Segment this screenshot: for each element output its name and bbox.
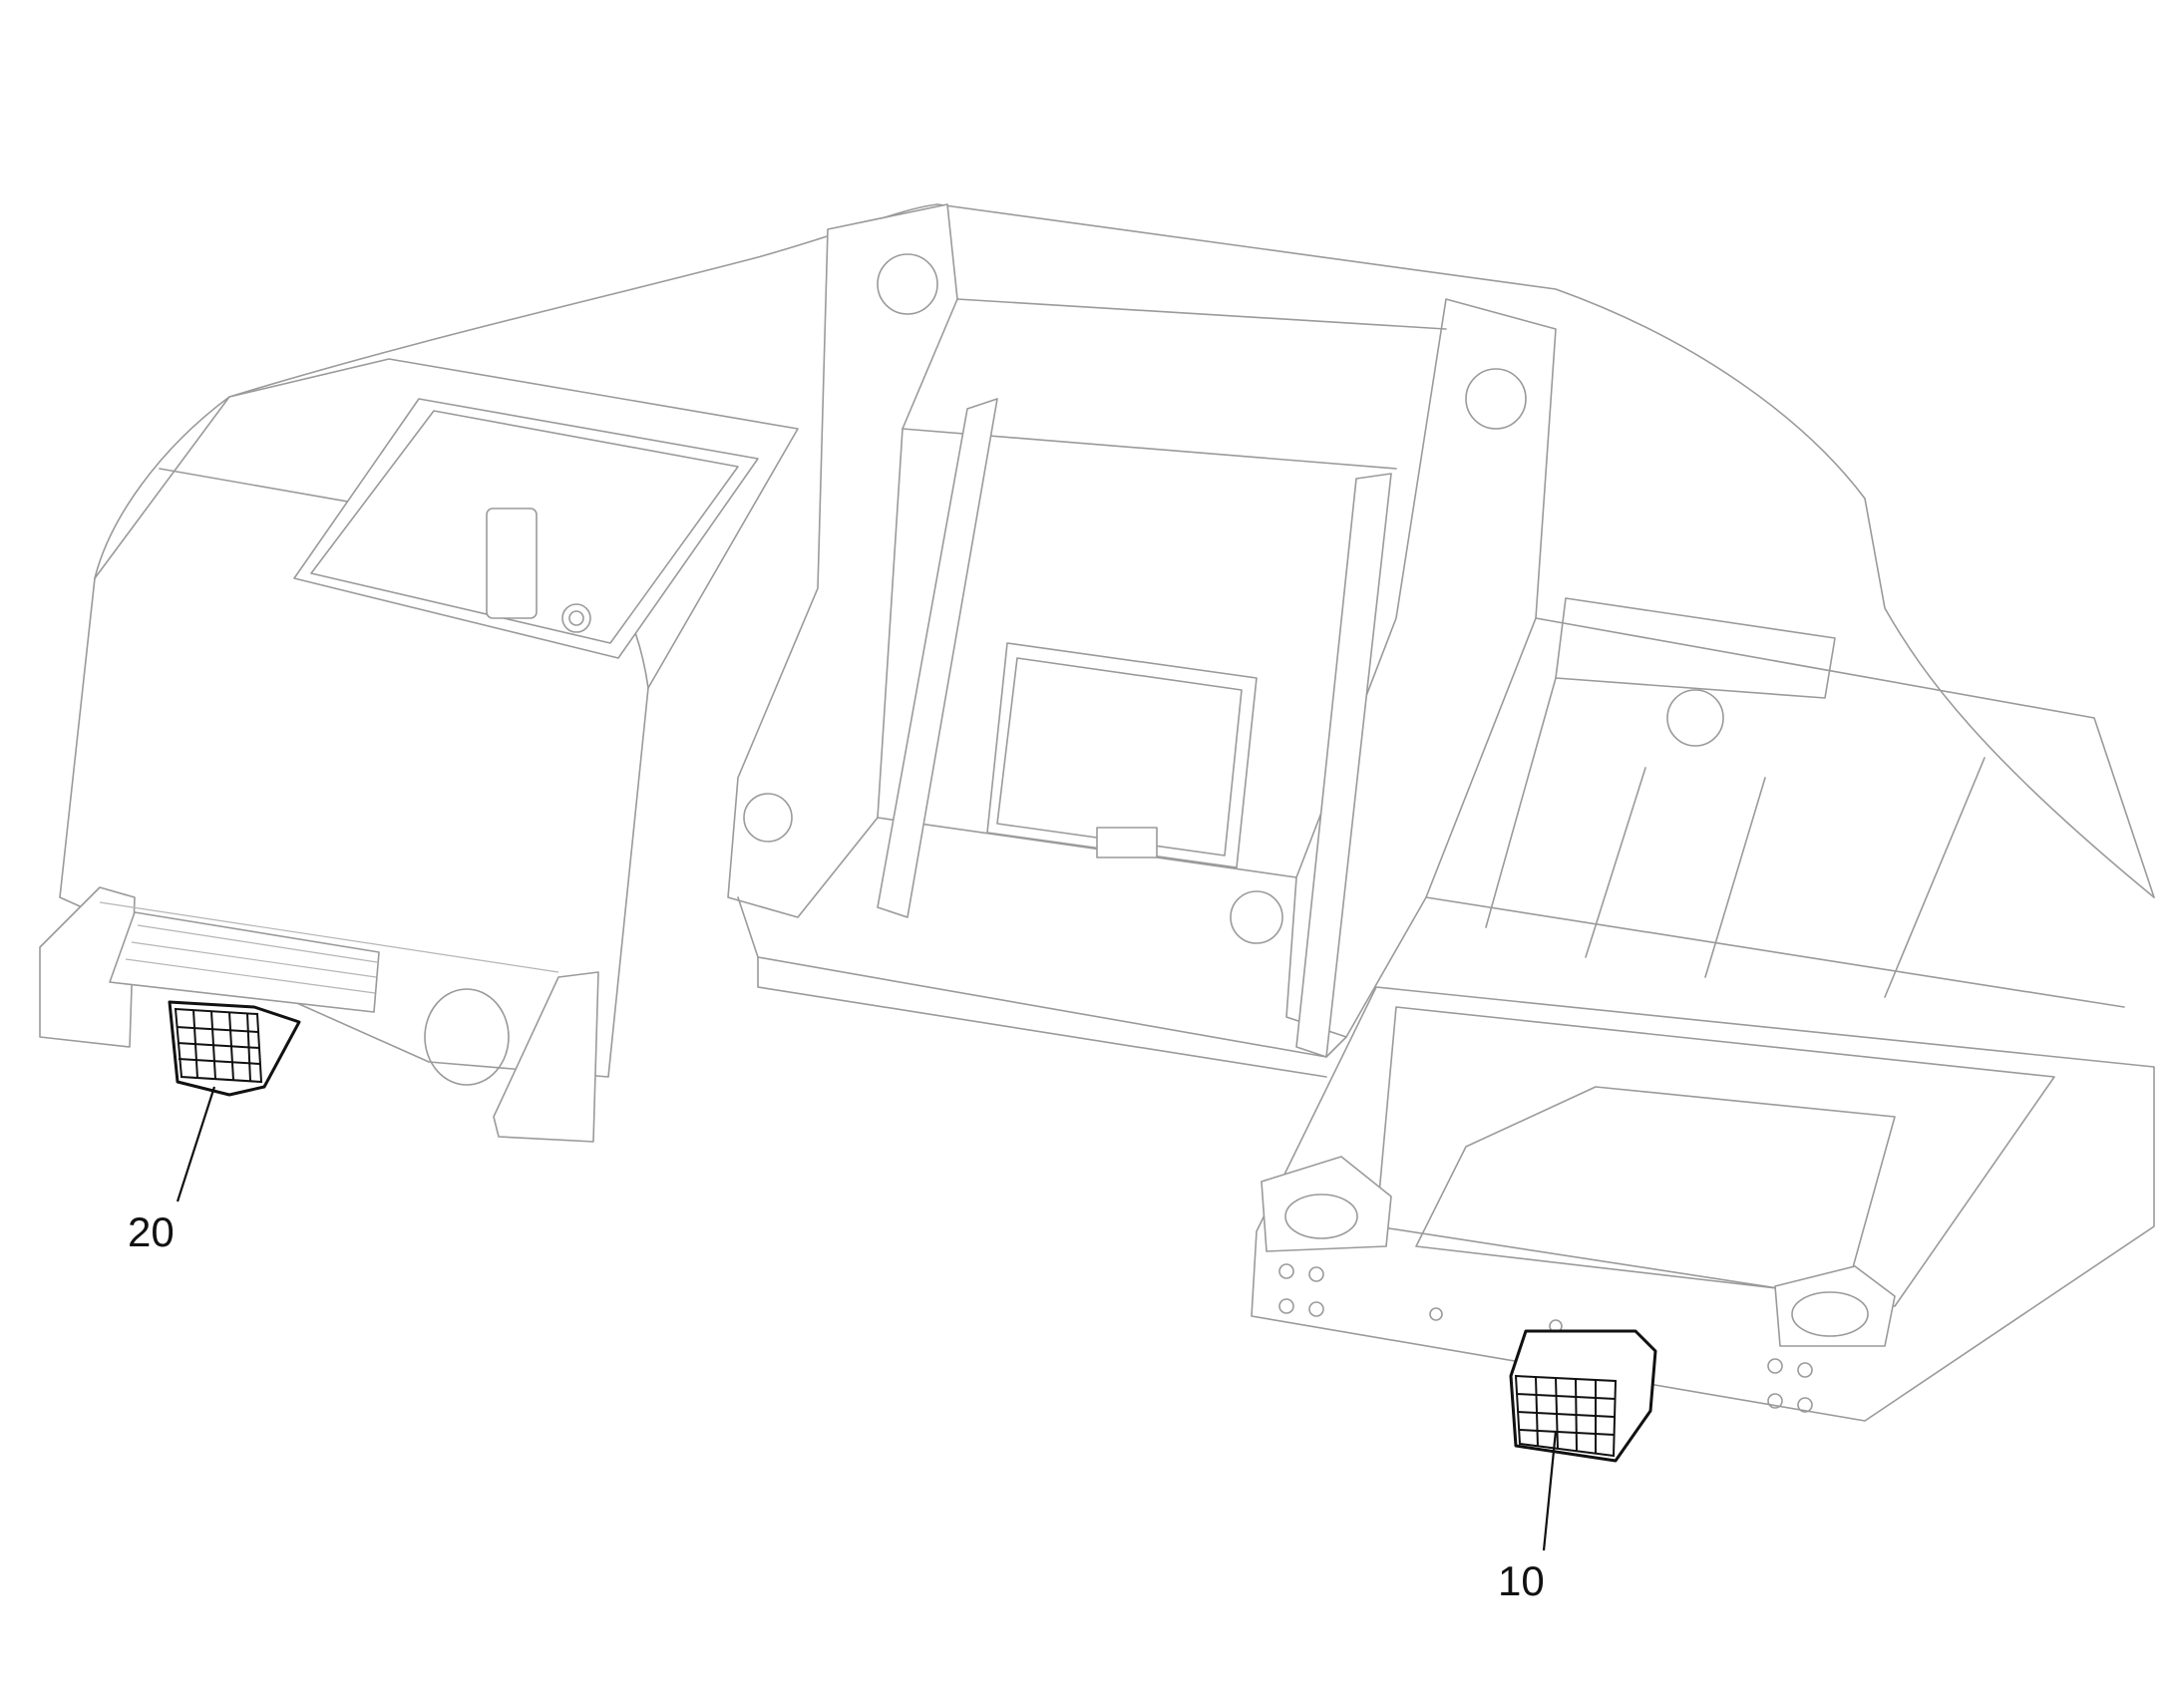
step-part-20[interactable] xyxy=(168,1000,301,1097)
callout-label-20: 20 xyxy=(128,1208,175,1255)
front-platform xyxy=(1251,986,2155,1422)
boom-mount-center xyxy=(727,203,1557,1078)
callout-10: 10 xyxy=(1498,1430,1558,1604)
left-tank-body xyxy=(39,358,799,1143)
step-part-10[interactable] xyxy=(1509,1329,1657,1463)
ghosted-machine-frame xyxy=(39,203,2155,1422)
ghost-step-tread xyxy=(109,911,380,1013)
leader-line-10 xyxy=(1542,1430,1558,1551)
callout-label-10: 10 xyxy=(1498,1557,1545,1604)
right-deck-frame xyxy=(1425,597,2155,1008)
callout-20: 20 xyxy=(128,1086,216,1255)
leader-line-20 xyxy=(176,1086,216,1202)
